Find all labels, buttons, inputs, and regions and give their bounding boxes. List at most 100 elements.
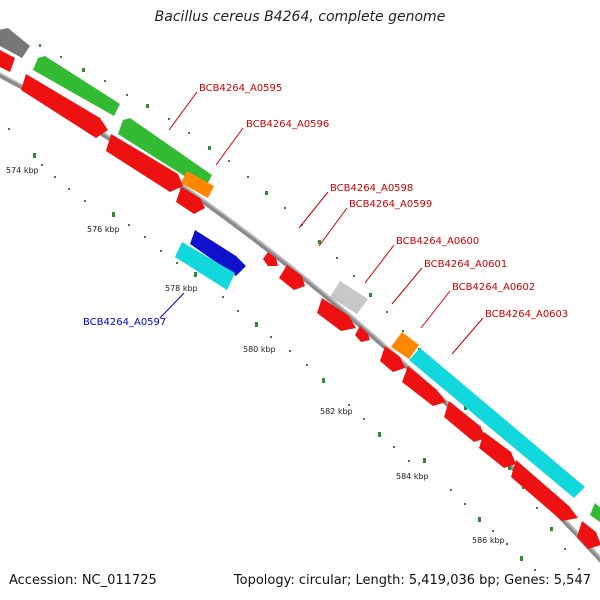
gene-arrow[interactable] bbox=[106, 134, 183, 192]
scale-label-586: 586 kbp bbox=[472, 536, 505, 545]
gene-label-a0598[interactable]: BCB4264_A0598 bbox=[330, 183, 413, 194]
forward-gene-arrows bbox=[0, 50, 600, 549]
tick-mark bbox=[550, 527, 553, 531]
reverse-feature-track bbox=[175, 230, 246, 290]
gene-arrow[interactable] bbox=[21, 74, 108, 138]
connector-a0602 bbox=[420, 290, 451, 329]
connector-a0599 bbox=[318, 207, 348, 247]
tick-mark bbox=[146, 104, 149, 108]
inner-tick-ring bbox=[8, 128, 536, 571]
gene-arrow[interactable] bbox=[380, 346, 405, 372]
tick-mark bbox=[68, 188, 70, 190]
gene-arrow[interactable] bbox=[577, 521, 600, 549]
green-feature-block[interactable] bbox=[590, 503, 600, 522]
tick-mark bbox=[39, 44, 41, 47]
gene-label-a0599[interactable]: BCB4264_A0599 bbox=[349, 199, 432, 210]
tick-mark bbox=[54, 176, 56, 178]
tick-mark bbox=[112, 212, 115, 217]
tick-mark bbox=[228, 160, 230, 162]
connector-a0601 bbox=[391, 267, 423, 305]
gene-arrow[interactable] bbox=[479, 432, 516, 468]
gene-arrow[interactable] bbox=[0, 50, 15, 72]
gene-labels: BCB4264_A0595 BCB4264_A0596 BCB4264_A059… bbox=[83, 83, 568, 328]
tick-mark bbox=[369, 293, 372, 297]
tick-mark bbox=[534, 569, 536, 571]
forward-feature-track bbox=[0, 28, 600, 522]
scale-label-578: 578 kbp bbox=[165, 284, 198, 293]
tick-mark bbox=[464, 503, 466, 505]
gene-label-a0601[interactable]: BCB4264_A0601 bbox=[424, 259, 507, 270]
tick-mark bbox=[464, 406, 467, 410]
tick-mark bbox=[348, 404, 350, 406]
tick-mark bbox=[353, 275, 355, 277]
map-title: Bacillus cereus B4264, complete genome bbox=[154, 9, 446, 25]
connector-a0595 bbox=[168, 91, 198, 131]
tick-mark bbox=[318, 240, 321, 244]
gene-label-a0597[interactable]: BCB4264_A0597 bbox=[83, 317, 166, 328]
gene-label-a0596[interactable]: BCB4264_A0596 bbox=[246, 119, 329, 130]
tick-mark bbox=[41, 164, 43, 166]
gene-label-a0602[interactable]: BCB4264_A0602 bbox=[452, 282, 535, 293]
tick-mark bbox=[84, 200, 86, 202]
green-feature-block[interactable] bbox=[118, 118, 212, 189]
tick-mark bbox=[423, 458, 426, 463]
tick-mark bbox=[128, 224, 130, 226]
tick-mark bbox=[126, 94, 128, 96]
tick-mark bbox=[168, 118, 170, 120]
connector-a0600 bbox=[364, 244, 395, 284]
gene-arrow[interactable] bbox=[279, 265, 305, 290]
gene-label-a0603[interactable]: BCB4264_A0603 bbox=[485, 309, 568, 320]
tick-mark bbox=[237, 310, 239, 312]
orange-feature-block[interactable] bbox=[181, 171, 214, 198]
tick-mark bbox=[289, 350, 291, 352]
tick-mark bbox=[208, 146, 211, 150]
tick-mark bbox=[144, 236, 146, 238]
light-gray-feature-block[interactable] bbox=[330, 281, 368, 314]
connector-a0596 bbox=[215, 127, 244, 166]
gene-arrow[interactable] bbox=[263, 252, 278, 266]
tick-mark bbox=[336, 257, 338, 259]
tick-mark bbox=[322, 378, 325, 383]
gene-arrow[interactable] bbox=[317, 298, 356, 331]
tick-mark bbox=[450, 489, 452, 491]
tick-mark bbox=[270, 336, 272, 338]
genome-summary-text: Topology: circular; Length: 5,419,036 bp… bbox=[233, 573, 591, 588]
tick-mark bbox=[408, 460, 410, 462]
tick-mark bbox=[386, 311, 388, 313]
tick-mark bbox=[393, 446, 395, 448]
tick-mark bbox=[160, 250, 162, 252]
gray-feature-block[interactable] bbox=[0, 28, 30, 58]
tick-mark bbox=[478, 517, 481, 522]
scale-label-574: 574 kbp bbox=[6, 166, 39, 175]
scale-label-582: 582 kbp bbox=[320, 407, 353, 416]
tick-mark bbox=[82, 68, 85, 72]
scale-labels: 574 kbp 576 kbp 578 kbp 580 kbp 582 kbp … bbox=[6, 166, 505, 545]
cyan-gene-block[interactable] bbox=[175, 242, 235, 290]
gene-arrow[interactable] bbox=[402, 366, 446, 406]
connector-a0597 bbox=[159, 292, 185, 319]
tick-mark bbox=[378, 432, 381, 437]
gene-label-a0600[interactable]: BCB4264_A0600 bbox=[396, 236, 479, 247]
tick-mark bbox=[222, 296, 224, 298]
tick-mark bbox=[188, 132, 190, 134]
tick-mark bbox=[520, 556, 523, 561]
gene-arrow[interactable] bbox=[176, 187, 205, 214]
cyan-feature-block[interactable] bbox=[409, 348, 585, 498]
gene-arrow[interactable] bbox=[355, 326, 370, 342]
tick-mark bbox=[522, 487, 524, 489]
orange-feature-block[interactable] bbox=[391, 332, 419, 359]
tick-mark bbox=[506, 543, 508, 545]
gene-label-a0595[interactable]: BCB4264_A0595 bbox=[199, 83, 282, 94]
tick-mark bbox=[8, 128, 10, 130]
tick-mark bbox=[492, 530, 494, 532]
connector-a0603 bbox=[451, 317, 484, 355]
gene-arrow[interactable] bbox=[511, 460, 578, 521]
tick-mark bbox=[247, 176, 249, 178]
blue-gene-arrow[interactable] bbox=[190, 230, 246, 276]
gene-arrow[interactable] bbox=[444, 401, 486, 442]
tick-mark bbox=[33, 153, 36, 158]
green-feature-block[interactable] bbox=[33, 56, 120, 116]
tick-mark bbox=[363, 418, 365, 420]
tick-mark bbox=[284, 207, 286, 209]
